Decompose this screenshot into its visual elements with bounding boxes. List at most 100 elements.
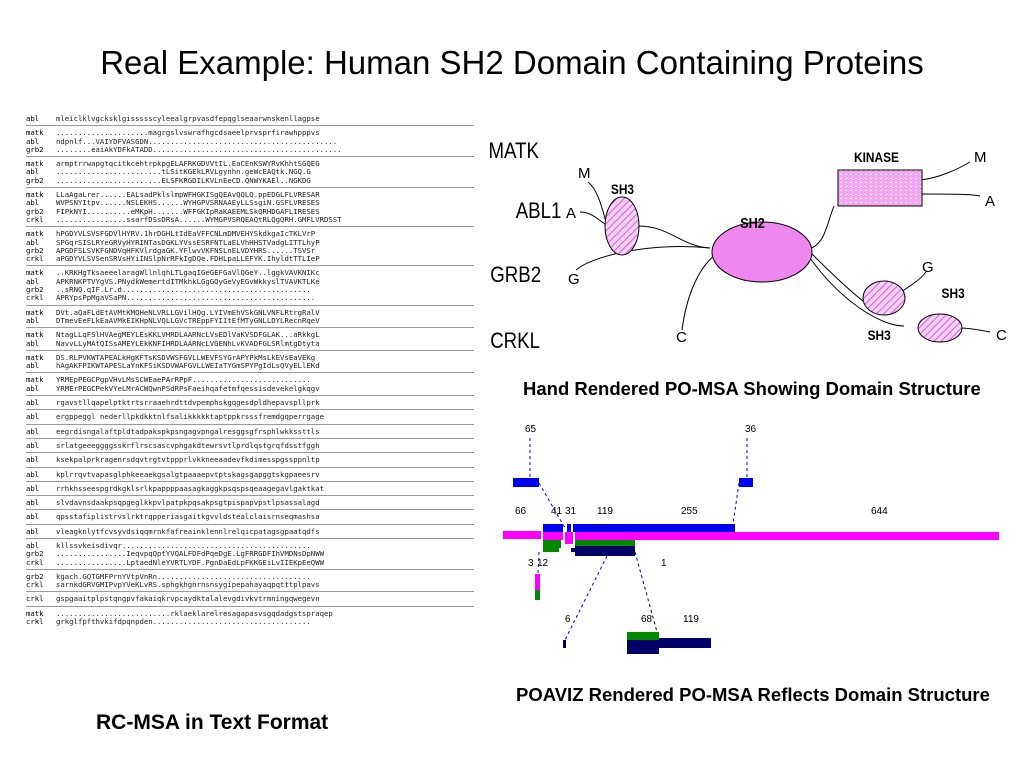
poaviz-label-119-bottom: 119	[683, 614, 699, 625]
msa-sequence-name: abl	[26, 541, 40, 550]
msa-row: matk.....................magrgslvswrafhg…	[26, 129, 474, 137]
hand-rendered-po-msa: MATK ABL1 GRB2 CRKL SH3 SH2 KINASE SH3 S…	[489, 140, 1008, 354]
msa-sequence: aPGDYVLSVSenSRVsHYiINSlpNrRFkIgDQe.FDHLp…	[56, 255, 320, 264]
poaviz-label-31: 31	[565, 506, 577, 517]
msa-sequence-name: abl	[26, 199, 40, 208]
msa-sequence-name: abl	[26, 513, 40, 522]
msa-sequence-name: crkl	[26, 581, 44, 590]
msa-sequence: ..KRKHgTksaeeelaragWllnlqhLTLgaqIGeGEFGa…	[56, 269, 320, 278]
poaviz-connector-a	[538, 482, 566, 529]
msa-row: matk ..KRKHgTksaeeelaragWllnlqhLTLgaqIGeG…	[26, 269, 474, 277]
msa-sequence: APKRNKPTVYgVS.PNydkWemertdITMkhkLGgGQyGe…	[56, 277, 320, 286]
msa-sequence-name: crkl	[26, 294, 44, 303]
msa-sequence: FIPkNYI..........eMKpH.......WFFGKIpRaKA…	[56, 207, 320, 216]
poaviz-label-12: 12	[537, 558, 549, 569]
terminus-a-left: A	[566, 205, 576, 222]
terminus-g-right: G	[922, 259, 934, 276]
sh3-domain-right-label: SH3	[942, 285, 965, 301]
msa-sequence: armptrrwapgtqcitkcehtrpkpgELAFRKGDVVtIL.…	[56, 160, 320, 169]
msa-sequence-name: matk	[26, 269, 44, 278]
sh3-domain-mid-shape	[862, 280, 906, 316]
terminus-c-right: C	[996, 327, 1007, 344]
msa-sequence: ..sRNQ.qIF.Lr.d.........................…	[56, 286, 311, 295]
msa-sequence-name: abl	[26, 277, 40, 286]
msa-sequence-name: abl	[26, 115, 40, 123]
sh3-domain-mid-label: SH3	[868, 327, 891, 343]
poaviz-bottom-dot	[563, 640, 566, 648]
msa-sequence: APGDFSLSVKFGNDVqHFKVlrdgaGK.YFlwvVKFNSLn…	[56, 246, 316, 255]
msa-sequence-name: abl	[26, 137, 40, 146]
msa-block: matk ..KRKHgTksaeeelaragWllnlqhLTLgaqIGeG…	[26, 265, 474, 304]
link-sh2-sh3	[811, 253, 871, 307]
msa-sequence-name: matk	[26, 191, 44, 200]
msa-sequence: qpsstafiplistrvslrktrqpperiasgaitkgvvlds…	[56, 513, 320, 522]
msa-sequence-name: matk	[26, 129, 44, 138]
msa-sequence-name: grb2	[26, 207, 44, 216]
msa-block: matk armptrrwapgtqcitkcehtrpkpgELAFRKGDVV…	[26, 156, 474, 187]
msa-sequence-name: matk	[26, 160, 44, 169]
link-kinase-a	[919, 193, 981, 197]
protein-label-matk: MATK	[489, 140, 540, 164]
msa-sequence-name: grb2	[26, 176, 44, 185]
msa-sequence: ........................ELSFKRGDILKVLnEe…	[56, 176, 311, 185]
msa-row: crkl................ssarfDSsDRsA......WY…	[26, 216, 474, 224]
msa-sequence: ksekpalprkragenrsdqvtrgtvtppprlvkkneeaad…	[56, 456, 320, 465]
msa-sequence: SPGqrSISLRYeGRVyHYRINTasDGKLYVssESRFNTLa…	[56, 238, 320, 247]
sh2-domain-shape	[711, 221, 813, 283]
msa-sequence: ergppeggl nederllpkdkktnlfsalikkkkktaptp…	[56, 413, 324, 422]
msa-sequence-name: abl	[26, 527, 40, 536]
msa-sequence-name: crkl	[26, 558, 44, 567]
msa-block: matk.....................magrgslvswrafhg…	[26, 125, 474, 156]
msa-sequence: vleagknlytfcvsyvdsiqqmrnkfafreainklennlr…	[56, 527, 320, 536]
msa-block: matk LLaAgaLrer......EALsadPklslmpWFHGKIS…	[26, 187, 474, 226]
msa-row: grb2................IeqvpqQptYVQALFDFdPq…	[26, 550, 474, 558]
caption-poaviz: POAVIZ Rendered PO-MSA Reflects Domain S…	[516, 684, 990, 705]
poaviz-bar-blue-1	[543, 524, 563, 532]
msa-sequence: LLaAgaLrer......EALsadPklslmpWFHGKISgQEA…	[56, 191, 320, 200]
poaviz-bar-magenta-2	[565, 532, 573, 544]
msa-sequence-name: matk	[26, 308, 44, 317]
poaviz-label-3: 3	[528, 558, 534, 569]
msa-sequence-name: abl	[26, 238, 40, 247]
link-c-left	[681, 253, 717, 331]
msa-sequence: WVPSNYItpv......NSLEKHS......WYHGPVSRNAA…	[56, 199, 320, 208]
msa-sequence: NavvLLyMAtQISsAMEYLEkKNFIHRDLAARNcLVGENh…	[56, 339, 320, 348]
msa-row: abl vleagknlytfcvsyvdsiqqmrnkfafreainklen…	[26, 528, 474, 536]
msa-block: abl vleagknlytfcvsyvdsiqqmrnkfafreainklen…	[26, 523, 474, 538]
msa-row: matk..........................rklaeklare…	[26, 610, 474, 618]
terminus-m-right: M	[974, 149, 987, 166]
msa-sequence-name: abl	[26, 427, 40, 436]
poaviz-label-65: 65	[525, 424, 537, 435]
msa-row: abl........................tLSitKGEkLRVL…	[26, 168, 474, 176]
msa-sequence: NtagLLqFSlHVAegMEYLEsKKLVHRDLAARNcLVsEDl…	[56, 331, 320, 340]
poaviz-bottom-green	[627, 632, 659, 640]
link-m-left	[587, 181, 607, 223]
link-g-left	[575, 246, 711, 271]
poaviz-label-41: 41	[551, 506, 563, 517]
msa-sequence-name: abl	[26, 399, 40, 408]
poaviz-label-119: 119	[597, 506, 613, 517]
poaviz-label-6: 6	[565, 614, 571, 625]
poaviz-small-green	[535, 590, 540, 600]
sh3-domain-left-label: SH3	[611, 181, 634, 197]
msa-sequence: YRMErPEGCPekVYeLMrACWQwnPSdRPsFaeihqafet…	[56, 384, 320, 393]
msa-block: matk..........................rklaeklare…	[26, 605, 474, 629]
